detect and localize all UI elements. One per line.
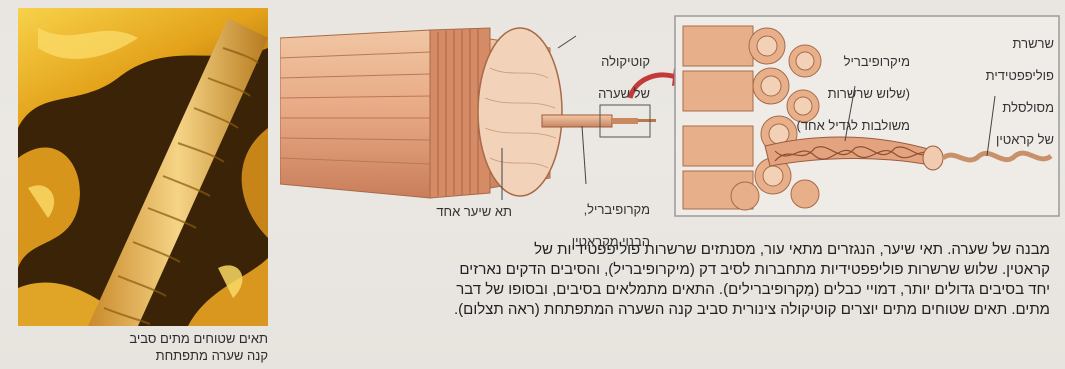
label-line: שרשרת <box>968 36 1054 52</box>
hair-micrograph <box>18 8 268 326</box>
label-line: (שלוש שרשרות <box>780 86 910 102</box>
photo-caption: תאים שטוחים מתים סביב קנה שערה מתפתחת <box>18 330 268 364</box>
figure-description: מבנה של שערה. תאי שיער, הנגזרים מתאי עור… <box>285 240 1050 320</box>
description-line: מבנה של שערה. תאי שיער, הנגזרים מתאי עור… <box>285 240 1050 260</box>
label-line: מקרופיבריל, <box>550 202 650 218</box>
microfibril-label: מיקרופיבריל (שלוש שרשרות משולבות לגדיל א… <box>780 38 910 150</box>
photo-caption-line: קנה שערה מתפתחת <box>18 347 268 364</box>
label-line: של שערה <box>590 86 650 102</box>
polypeptide-label: שרשרת פוליפפטידית מסולסלת של קראטין <box>968 20 1054 164</box>
label-line: מיקרופיבריל <box>780 54 910 70</box>
photo-caption-line: תאים שטוחים מתים סביב <box>18 330 268 347</box>
label-line: של קראטין <box>968 132 1054 148</box>
label-line: פוליפפטידית <box>968 68 1054 84</box>
description-line: יחד בסיבים גדולים יותר, דמויי כבלים (מַק… <box>285 280 1050 300</box>
description-line: מתים. תאים שטוחים מתים יוצרים קוטיקולה צ… <box>285 300 1050 320</box>
cuticle-label: קוטיקולה של שערה <box>590 38 650 118</box>
hair-structure-diagram: קוטיקולה של שערה תא שיער אחד מקרופיבריל,… <box>280 8 1060 228</box>
label-line: משולבות לגדיל אחד) <box>780 118 910 134</box>
single-cell-label: תא שיער אחד <box>420 204 512 220</box>
description-line: קראטין. שלוש שרשרות פוליפפטידיות מתחברות… <box>285 260 1050 280</box>
label-line: קוטיקולה <box>590 54 650 70</box>
label-line: מסולסלת <box>968 100 1054 116</box>
